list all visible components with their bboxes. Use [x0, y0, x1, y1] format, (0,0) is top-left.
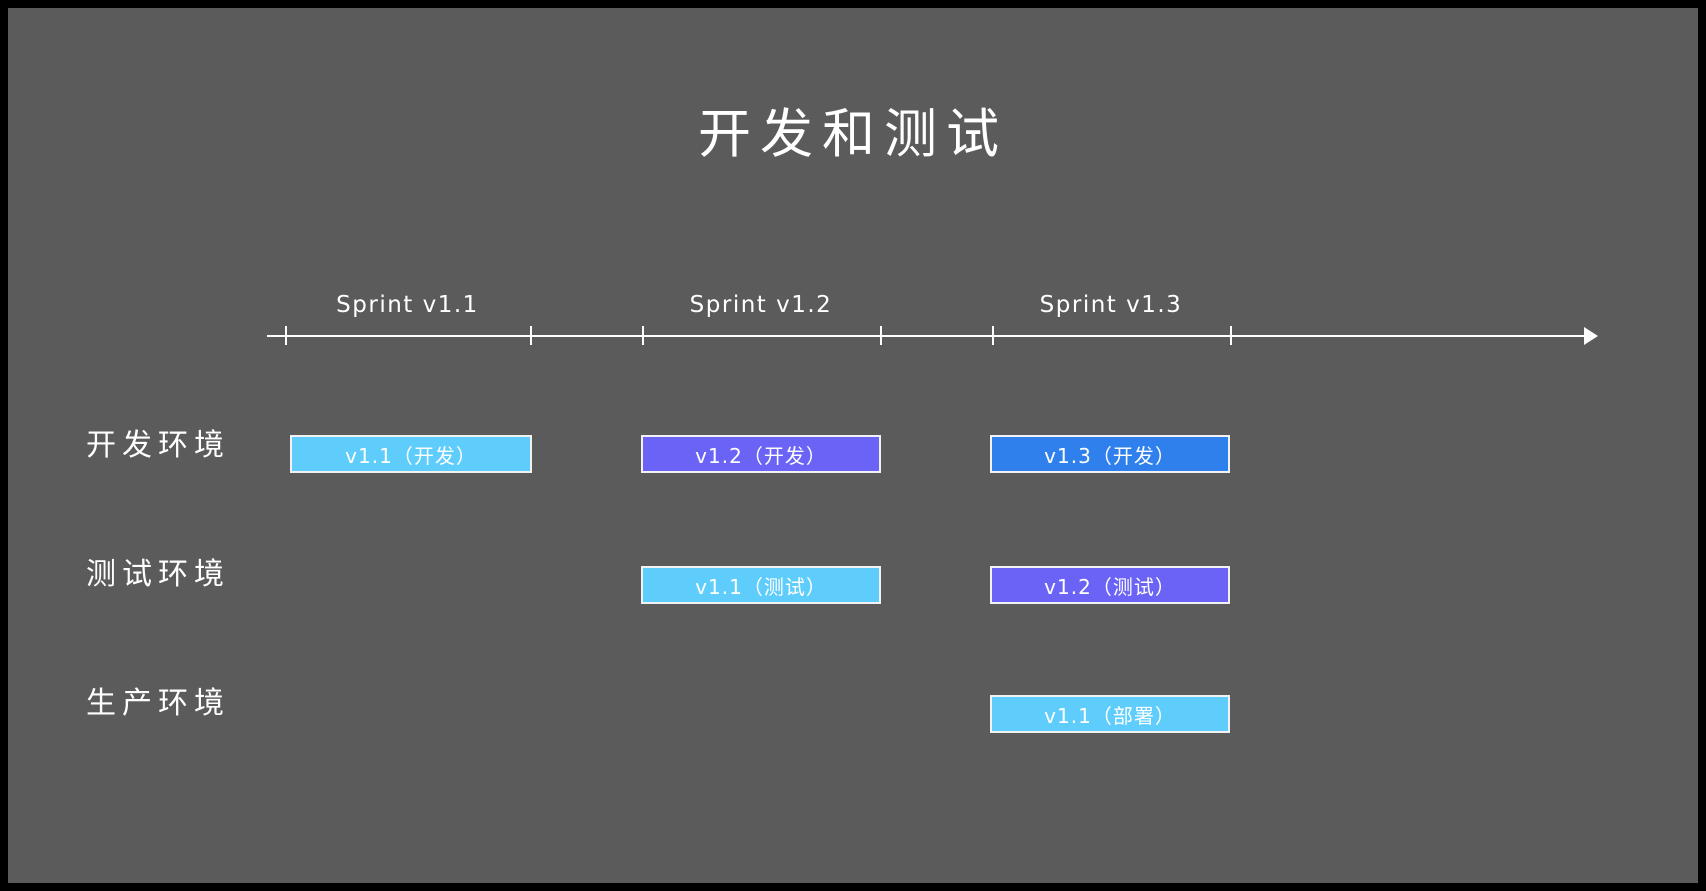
sprint-label-3: Sprint v1.3 — [1039, 292, 1183, 318]
timeline-axis-line — [267, 335, 1591, 337]
task-bar[interactable]: v1.1（测试） — [641, 566, 881, 604]
task-bar[interactable]: v1.1（开发） — [290, 435, 532, 473]
timeline-tick-6 — [1230, 326, 1232, 345]
timeline-tick-1 — [285, 326, 287, 345]
page-title: 开发和测试 — [698, 104, 1008, 165]
row-label-1: 开发环境 — [86, 428, 230, 463]
task-bar[interactable]: v1.3（开发） — [990, 435, 1230, 473]
sprint-label-2: Sprint v1.2 — [689, 292, 833, 318]
timeline-tick-4 — [880, 326, 882, 345]
task-bar[interactable]: v1.2（测试） — [990, 566, 1230, 604]
timeline-tick-5 — [992, 326, 994, 345]
task-bar[interactable]: v1.2（开发） — [641, 435, 881, 473]
sprint-label-1: Sprint v1.1 — [336, 292, 479, 318]
row-label-2: 测试环境 — [86, 557, 230, 592]
timeline-tick-2 — [530, 326, 532, 345]
task-bar[interactable]: v1.1（部署） — [990, 695, 1230, 733]
row-label-3: 生产环境 — [86, 686, 230, 721]
timeline-arrow-icon — [1584, 327, 1598, 345]
timeline-tick-3 — [642, 326, 644, 345]
